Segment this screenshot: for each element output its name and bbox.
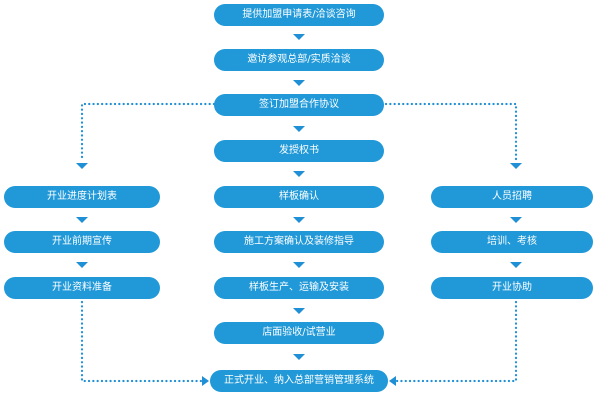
center-step-7: 样板生产、运输及安装 [214,277,384,299]
center-step-6: 施工方案确认及装修指导 [214,231,384,253]
center-step-4: 发授权书 [214,140,384,162]
arrow-into-final-from-left [202,376,209,386]
down-arrow-7 [293,308,305,314]
center-step-5: 样板确认 [214,186,384,208]
connector-to-right-branch [384,102,518,162]
down-arrow-5 [293,217,305,223]
right-step-2: 培训、考核 [431,231,593,253]
left-down-arrow-2 [76,262,88,268]
left-step-3: 开业资料准备 [4,277,160,299]
center-step-9: 正式开业、纳入总部营销管理系统 [210,370,388,392]
left-step-2: 开业前期宣传 [4,231,160,253]
left-down-arrow-1 [76,217,88,223]
arrow-into-final-from-right [389,376,396,386]
down-arrow-2 [293,80,305,86]
center-step-3: 签订加盟合作协议 [214,94,384,116]
left-step-1: 开业进度计划表 [4,186,160,208]
center-step-1: 提供加盟申请表/洽谈咨询 [214,4,384,26]
center-step-8: 店面验收/试营业 [214,322,384,344]
connector-to-left-branch [80,102,216,162]
down-arrow-8 [293,354,305,360]
right-step-1: 人员招聘 [431,186,593,208]
down-arrow-1 [293,34,305,40]
right-step-3: 开业协助 [431,277,593,299]
right-down-arrow-1 [510,217,522,223]
connector-left-to-final [80,300,210,383]
center-step-2: 邀访参观总部/实质洽谈 [214,49,384,71]
connector-right-to-final [390,300,518,383]
right-down-arrow-2 [510,262,522,268]
left-branch-arrow [76,163,88,169]
down-arrow-3 [293,126,305,132]
down-arrow-4 [293,171,305,177]
down-arrow-6 [293,262,305,268]
right-branch-arrow [510,163,522,169]
